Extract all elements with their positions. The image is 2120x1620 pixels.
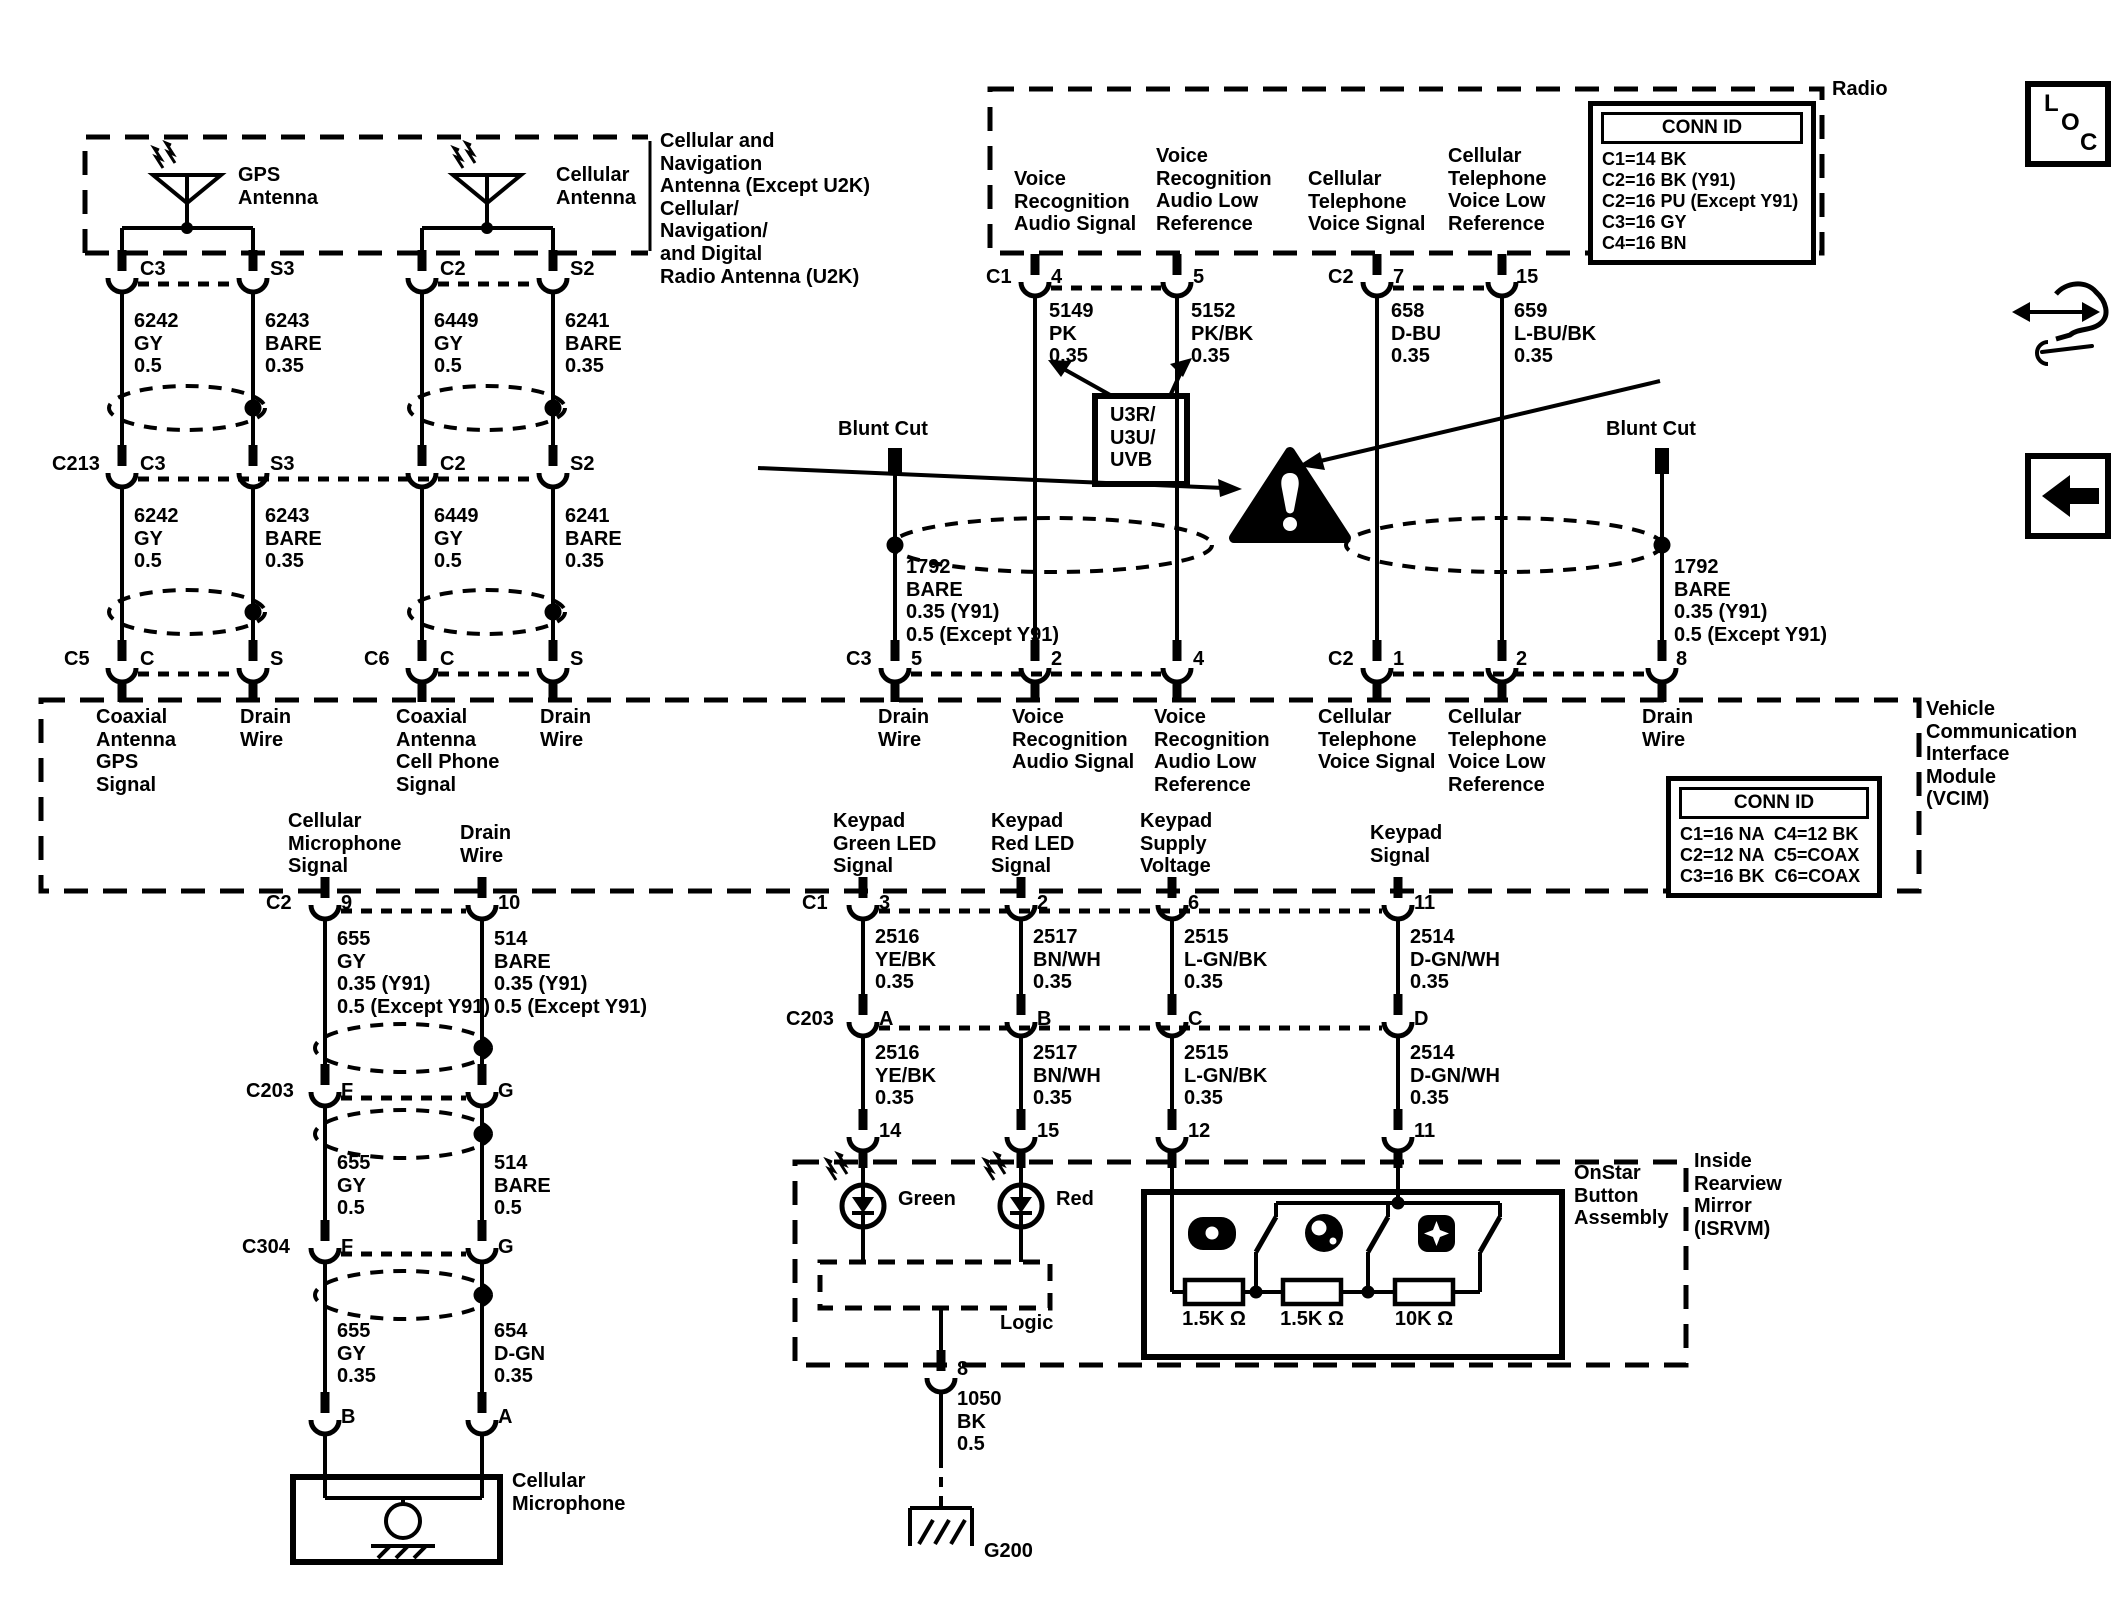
wiring-repair-icon[interactable]: [2012, 281, 2109, 366]
emergency-button-icon: [1418, 1215, 1455, 1252]
cellular-microphone: [290, 1474, 503, 1565]
vcim-box: [38, 697, 1922, 894]
antenna-connectors: [108, 250, 567, 682]
onstar-button-icon: [1305, 1214, 1343, 1252]
rpo-option-box: [1048, 358, 1192, 487]
microphone-icon: [384, 1502, 422, 1540]
blunt-cut-right: [1653, 448, 1671, 702]
conn-id-row: C3=16 GY: [1602, 211, 1687, 232]
conn-id-row: C1=16 NA C4=12 BK: [1680, 823, 1859, 844]
phone-button-icon: [1188, 1217, 1236, 1250]
warning-triangle-icon: [1229, 447, 1351, 543]
antenna-wires: [117, 228, 558, 702]
conn-id-row: C3=16 BK C6=COAX: [1680, 865, 1861, 886]
microphone-wires: [311, 877, 496, 1498]
gps-antenna-icon: [153, 143, 221, 234]
isrvm-box: [792, 1159, 1689, 1368]
radio-wires: [1021, 254, 1516, 702]
shield-twist-symbols: [890, 516, 1664, 574]
onstar-button-assembly: [1141, 1189, 1565, 1360]
logic-box: [817, 1259, 1053, 1311]
loc-button[interactable]: [2025, 81, 2111, 167]
twisted-pair-symbols: [107, 384, 567, 636]
radio-box: [987, 86, 1825, 256]
conn-id-row: C2=16 BK (Y91): [1602, 169, 1736, 190]
green-led-icon: [827, 1154, 884, 1227]
blunt-cut-left: [886, 448, 904, 702]
conn-id-row: C4=16 BN: [1602, 232, 1687, 253]
conn-id-row: C1=14 BK: [1602, 148, 1687, 169]
cellular-antenna-icon: [453, 143, 521, 234]
ground-circuit: [908, 1308, 974, 1548]
back-button[interactable]: [2025, 453, 2111, 539]
keypad-wires: [849, 877, 1412, 1292]
conn-id-row: C2=12 NA C5=COAX: [1680, 844, 1860, 865]
conn-id-header: CONN ID: [1679, 787, 1869, 819]
ground-icon: [908, 1506, 974, 1548]
vcim-top-connectors: [881, 640, 1676, 682]
callout-arrows: [757, 379, 1661, 497]
red-led-icon: [985, 1154, 1042, 1227]
conn-id-header: CONN ID: [1601, 112, 1803, 144]
conn-id-row: C2=16 PU (Except Y91): [1602, 190, 1799, 211]
